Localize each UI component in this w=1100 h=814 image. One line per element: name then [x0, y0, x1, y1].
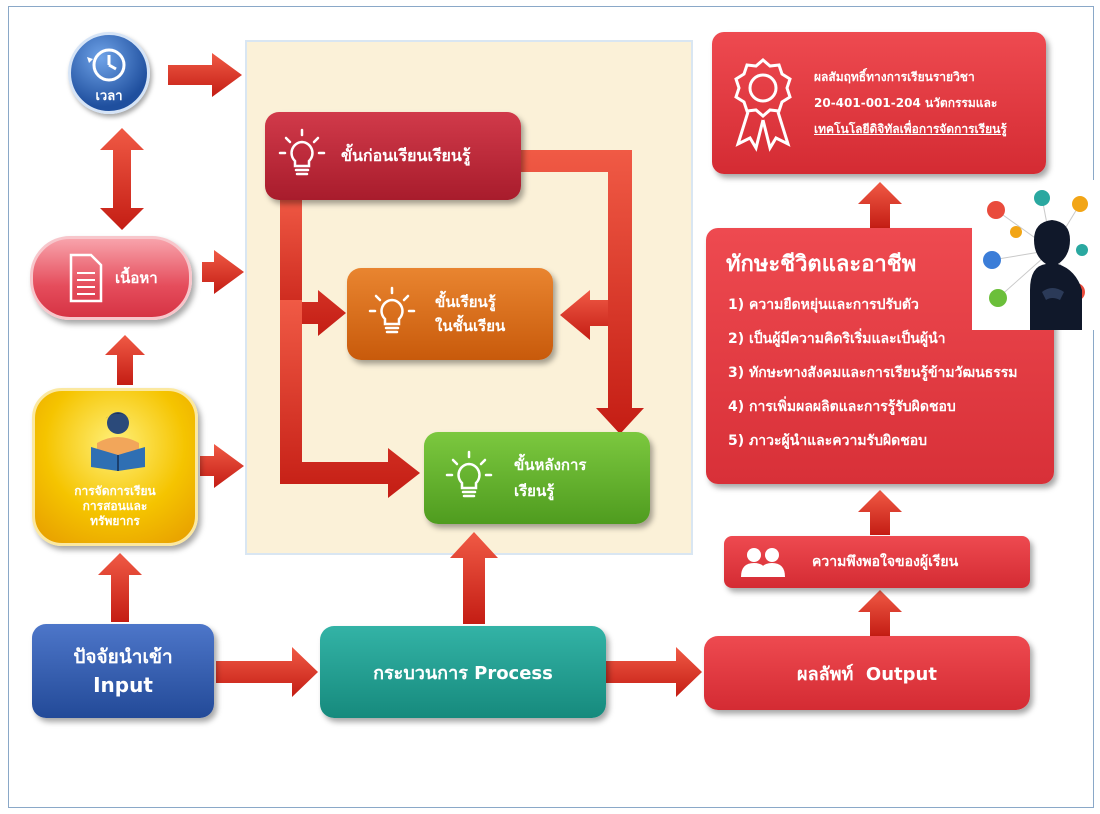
- clock-icon: [87, 48, 126, 82]
- arrow-before-loop-right: [520, 150, 644, 434]
- process-label: กระบวนการ Process: [373, 662, 553, 684]
- person-network-illustration: [972, 180, 1096, 330]
- arrow-process-to-output: [606, 647, 702, 697]
- arrow-resources-to-process: [200, 444, 244, 488]
- arrow-loop-to-during: [560, 290, 608, 340]
- document-icon: [69, 253, 103, 303]
- arrow-input-to-resources: [98, 553, 142, 622]
- content-node: เนื้อหา: [30, 236, 192, 320]
- satisfaction-node: ความพึงพอใจของผู้เรียน: [724, 536, 1030, 588]
- achievement-line-1: ผลสัมฤทธิ์ทางการเรียนรายวิชา: [814, 70, 975, 84]
- reading-student-icon: [91, 412, 145, 471]
- time-node: เวลา: [68, 32, 150, 114]
- people-icon: [741, 548, 785, 577]
- resources-line-2: การสอนและ: [82, 499, 148, 513]
- resources-line-3: ทรัพยากร: [90, 514, 140, 528]
- arrow-process-to-after: [450, 532, 498, 624]
- achievement-node: ผลสัมฤทธิ์ทางการเรียนรายวิชา 20-401-001-…: [712, 32, 1046, 174]
- step-before-learning: ขั้นก่อนเรียนเรียนรู้: [265, 112, 521, 200]
- arrow-resources-to-content: [105, 335, 145, 385]
- skill-item-4: 4) การเพิ่มผลผลิตและการรู้รับผิดชอบ: [728, 399, 956, 415]
- satisfaction-label: ความพึงพอใจของผู้เรียน: [812, 554, 959, 570]
- before-learning-label: ขั้นก่อนเรียนเรียนรู้: [341, 145, 471, 165]
- arrow-before-to-after: [280, 300, 420, 498]
- arrow-time-to-process: [168, 53, 242, 97]
- during-learning-line-2: ในชั้นเรียน: [435, 317, 506, 335]
- outer-frame: [8, 6, 1094, 808]
- input-node: ปัจจัยนำเข้า Input: [32, 624, 214, 718]
- output-label: ผลลัพท์ Output: [797, 663, 937, 685]
- lightbulb-icon: [368, 286, 416, 334]
- arrow-content-to-process: [202, 250, 244, 294]
- lightbulb-icon: [278, 128, 326, 176]
- process-node: กระบวนการ Process: [320, 626, 606, 718]
- skill-item-5: 5) ภาวะผู้นำและความรับผิดชอบ: [728, 433, 928, 449]
- skills-title: ทักษะชีวิตและอาชีพ: [726, 252, 917, 277]
- skill-item-2: 2) เป็นผู้มีความคิดริเริ่มและเป็นผู้นำ: [728, 331, 946, 347]
- lightbulb-icon: [445, 450, 493, 498]
- resources-line-1: การจัดการเรียน: [74, 484, 156, 498]
- award-ribbon-icon: [734, 58, 792, 152]
- achievement-line-3: เทคโนโลยีดิจิทัลเพื่อการจัดการเรียนรู้: [814, 122, 1007, 136]
- achievement-line-2: 20-401-001-204 นวัตกรรมและ: [814, 96, 998, 110]
- after-learning-line-1: ขั้นหลังการ: [514, 456, 587, 474]
- skill-item-1: 1) ความยืดหยุ่นและการปรับตัว: [728, 297, 919, 313]
- content-label: เนื้อหา: [115, 269, 158, 287]
- step-during-learning: ขั้นเรียนรู้ ในชั้นเรียน: [347, 268, 553, 360]
- time-label: เวลา: [95, 89, 123, 104]
- step-after-learning: ขั้นหลังการ เรียนรู้: [424, 432, 650, 524]
- arrow-input-to-process: [216, 647, 318, 697]
- input-line-1: ปัจจัยนำเข้า: [73, 646, 173, 668]
- arrow-satisfaction-to-skills: [858, 490, 902, 535]
- input-line-2: Input: [93, 673, 153, 697]
- arrow-output-to-satisfaction: [858, 590, 902, 636]
- arrow-skills-to-achievement: [858, 182, 902, 228]
- after-learning-line-2: เรียนรู้: [514, 482, 555, 500]
- during-learning-line-1: ขั้นเรียนรู้: [435, 293, 496, 311]
- resources-node: การจัดการเรียน การสอนและ ทรัพยากร: [32, 388, 198, 546]
- skill-item-3: 3) ทักษะทางสังคมและการเรียนรู้ข้ามวัฒนธร…: [728, 365, 1018, 381]
- output-node: ผลลัพท์ Output: [704, 636, 1030, 710]
- arrow-time-content-double: [100, 128, 144, 230]
